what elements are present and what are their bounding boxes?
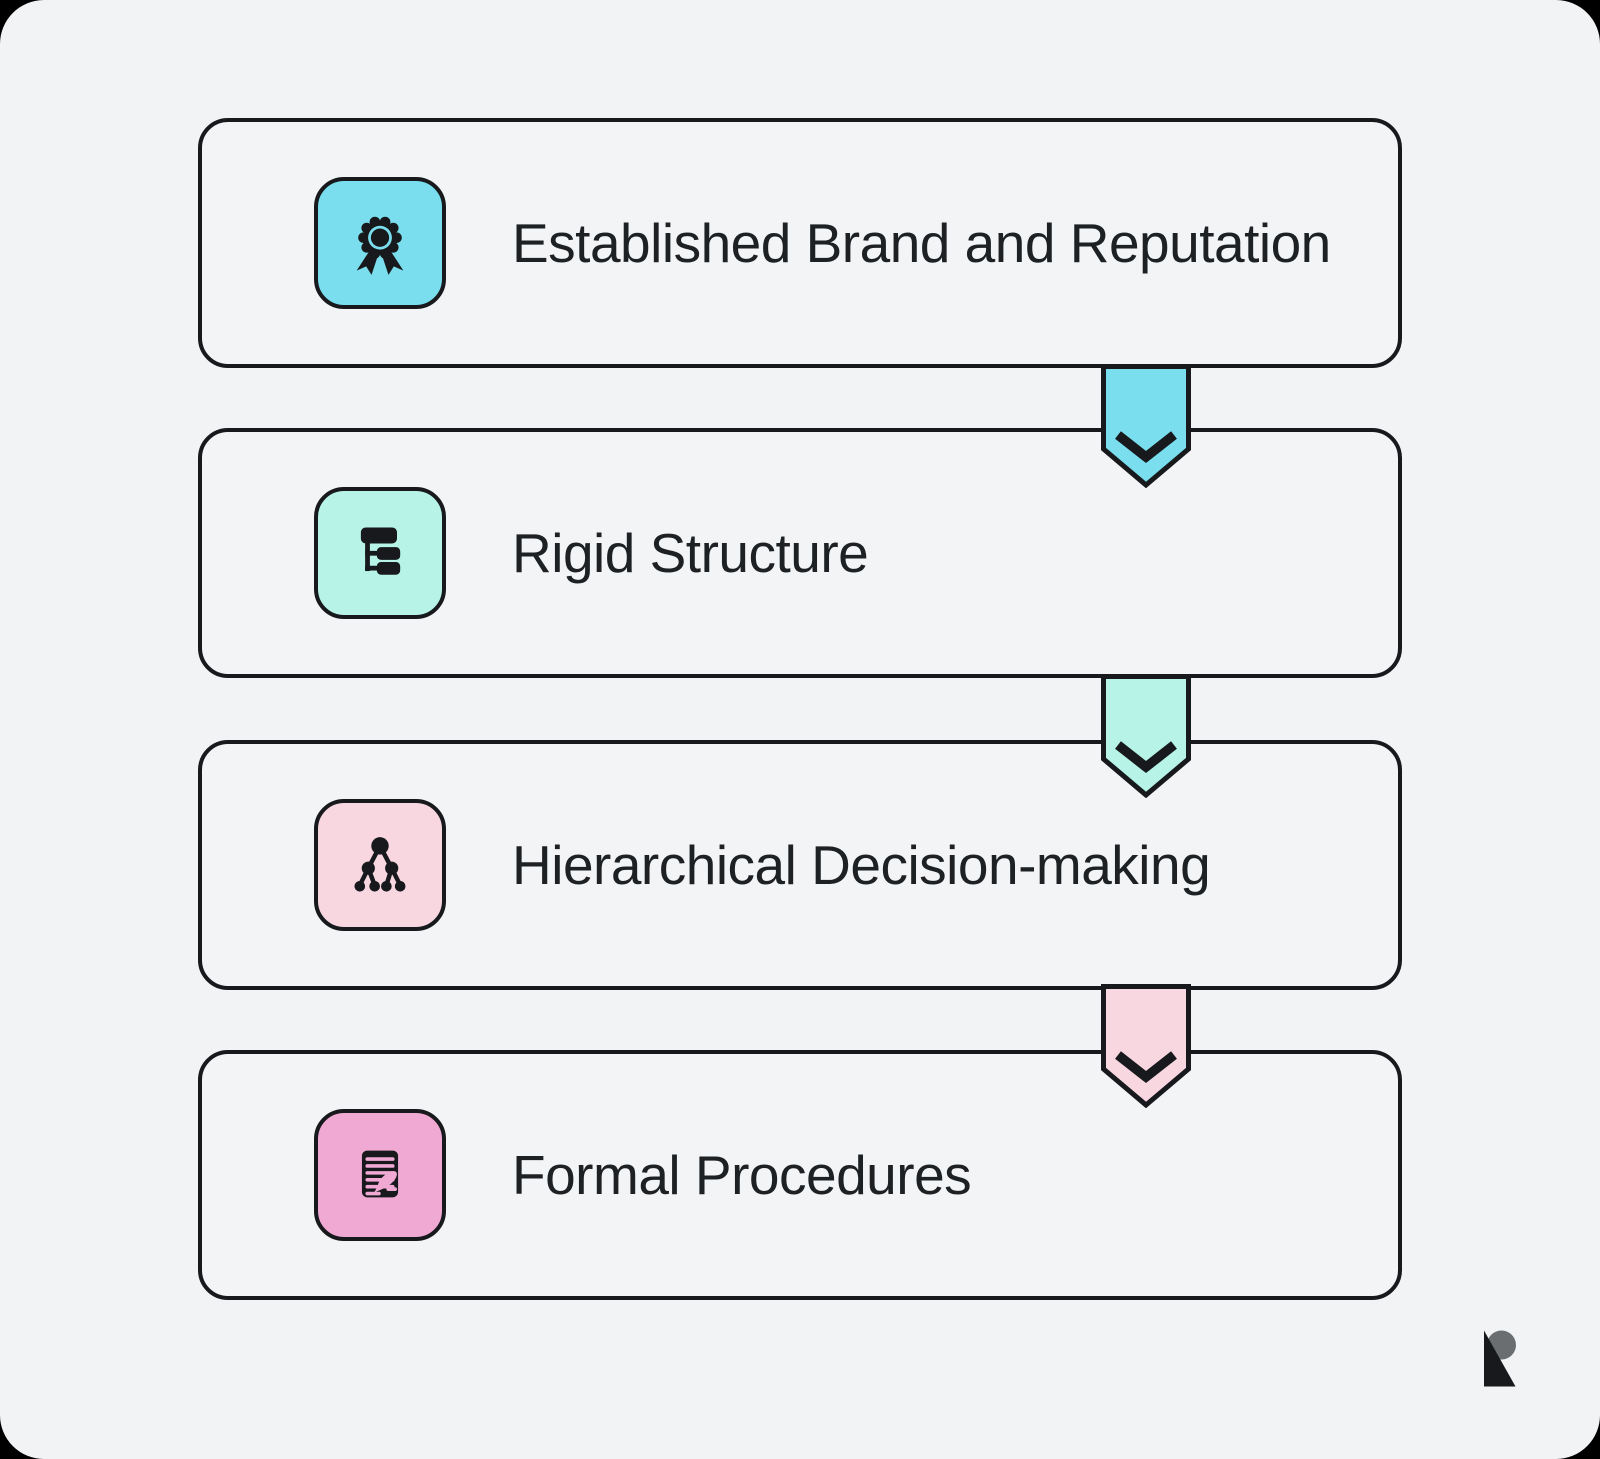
card-formal-procedures: Formal Procedures — [198, 1050, 1402, 1300]
card-label: Established Brand and Reputation — [512, 212, 1331, 274]
card-hierarchical-decision-making: Hierarchical Decision-making — [198, 740, 1402, 990]
card-established-brand: Established Brand and Reputation — [198, 118, 1402, 368]
card-label: Hierarchical Decision-making — [512, 834, 1211, 896]
hierarchy-nodes-icon — [354, 837, 406, 892]
card-label: Formal Procedures — [512, 1144, 972, 1206]
award-ribbon-icon — [314, 177, 446, 309]
flow-arrow-3 — [1101, 984, 1191, 1108]
document-pen-icon — [361, 1150, 399, 1198]
flow-arrow-2 — [1101, 674, 1191, 798]
org-structure-icon — [314, 487, 446, 619]
flow-arrow-1 — [1101, 364, 1191, 488]
card-label: Rigid Structure — [512, 522, 869, 584]
card-rigid-structure: Rigid Structure — [198, 428, 1402, 678]
recraft-logo — [1484, 1330, 1516, 1387]
hierarchy-nodes-icon — [314, 799, 446, 931]
org-structure-icon — [360, 527, 401, 575]
award-ribbon-icon — [356, 216, 404, 275]
document-pen-icon — [314, 1109, 446, 1241]
